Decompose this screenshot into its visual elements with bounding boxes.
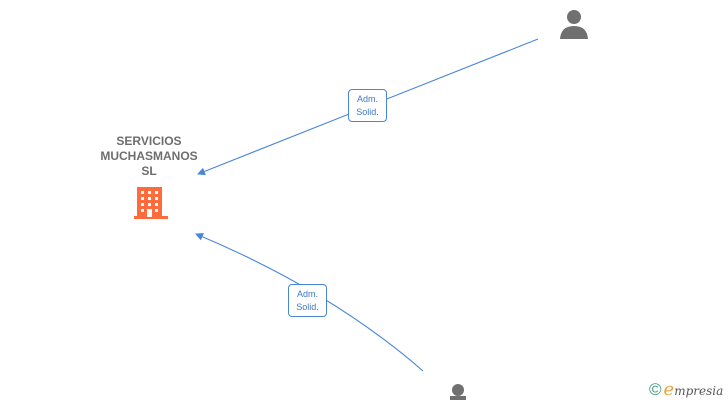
edge-label[interactable]: Adm. Solid. xyxy=(348,89,387,122)
person-icon[interactable] xyxy=(446,384,470,400)
person-icon[interactable] xyxy=(559,9,589,39)
edge-label-line: Solid. xyxy=(296,302,319,312)
edge-label-line: Solid. xyxy=(356,107,379,117)
company-name-line: SERVICIOS xyxy=(116,134,182,148)
edge-label[interactable]: Adm. Solid. xyxy=(288,284,327,317)
brand-logo-text: mpresia xyxy=(674,384,724,398)
brand-logo-e: e xyxy=(663,379,675,400)
building-icon[interactable] xyxy=(134,185,168,219)
company-node-label[interactable]: SERVICIOS MUCHASMANOS SL xyxy=(93,134,205,179)
edge-label-line: Adm. xyxy=(356,94,378,104)
company-name-line: MUCHASMANOS xyxy=(100,149,198,163)
empresia-watermark: ©empresia xyxy=(649,379,724,400)
edge-label-line: Adm. xyxy=(296,289,318,299)
company-name-line: SL xyxy=(141,164,157,178)
copyright-icon: © xyxy=(649,380,662,399)
